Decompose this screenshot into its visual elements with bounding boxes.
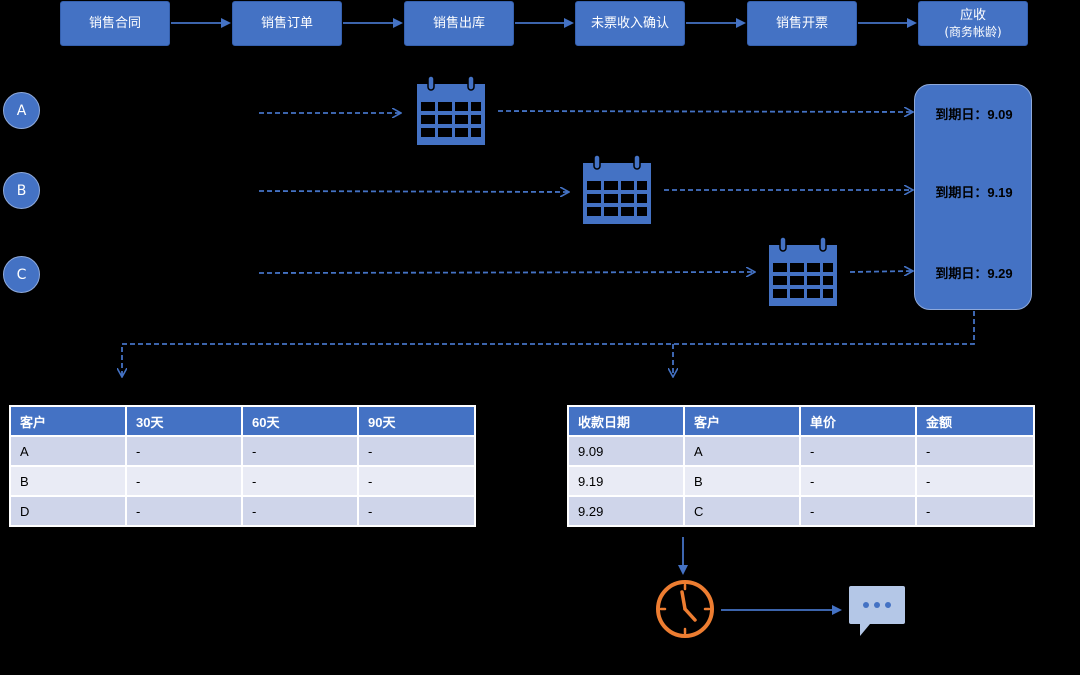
table-row[interactable]: 9.09 A - - bbox=[567, 435, 1035, 467]
table-row[interactable]: 9.29 C - - bbox=[567, 495, 1035, 527]
customer-node-a[interactable]: A bbox=[3, 92, 40, 129]
table-cell: - bbox=[357, 465, 476, 497]
customer-dashed-lines bbox=[122, 111, 975, 376]
due-date-panel[interactable]: 到期日：9.09 到期日：9.19 到期日：9.29 bbox=[914, 84, 1032, 310]
calendar-icon bbox=[583, 154, 651, 224]
customer-label: A bbox=[16, 102, 27, 119]
table-cell: 9.09 bbox=[567, 435, 685, 467]
calendar-icon bbox=[769, 236, 837, 306]
table-row[interactable]: B - - - bbox=[9, 465, 476, 497]
column-header: 30天 bbox=[125, 405, 243, 437]
due-date-b: 到期日：9.19 bbox=[935, 185, 1013, 200]
clock-icon bbox=[656, 580, 714, 638]
customer-node-b[interactable]: B bbox=[3, 172, 40, 209]
table-cell: - bbox=[125, 465, 243, 497]
calendar-icon bbox=[417, 75, 485, 145]
dash-c-to-calendar bbox=[258, 272, 754, 273]
aging-table: 客户 30天 60天 90天 A - - - B - - - D - - - bbox=[9, 405, 476, 527]
dash-c-calendar-to-due bbox=[849, 271, 912, 272]
table-cell: B bbox=[9, 465, 127, 497]
column-header: 90天 bbox=[357, 405, 476, 437]
dash-a-calendar-to-due bbox=[497, 111, 912, 112]
column-header: 60天 bbox=[241, 405, 359, 437]
table-cell: - bbox=[915, 435, 1035, 467]
table-cell: - bbox=[357, 495, 476, 527]
table-cell: - bbox=[241, 495, 359, 527]
table-cell: - bbox=[241, 435, 359, 467]
table-cell: B bbox=[683, 465, 801, 497]
due-date-c: 到期日：9.29 bbox=[935, 266, 1013, 281]
table-cell: 9.19 bbox=[567, 465, 685, 497]
customer-node-c[interactable]: C bbox=[3, 256, 40, 293]
column-header: 单价 bbox=[799, 405, 917, 437]
column-header: 客户 bbox=[683, 405, 801, 437]
flow-step-sublabel: (商务帐龄) bbox=[944, 24, 1002, 39]
table-cell: - bbox=[799, 435, 917, 467]
table-cell: 9.29 bbox=[567, 495, 685, 527]
flow-step-label: 销售合同 bbox=[88, 15, 141, 31]
table-cell: - bbox=[357, 435, 476, 467]
table-cell: - bbox=[125, 435, 243, 467]
customer-label: B bbox=[16, 182, 27, 199]
flow-step-receivable[interactable]: 应收 (商务帐龄) bbox=[918, 1, 1028, 46]
table-cell: D bbox=[9, 495, 127, 527]
table-cell: - bbox=[915, 495, 1035, 527]
table-row[interactable]: 9.19 B - - bbox=[567, 465, 1035, 497]
table-cell: - bbox=[799, 495, 917, 527]
table-header-row: 收款日期 客户 单价 金额 bbox=[567, 405, 1035, 437]
due-date-a: 到期日：9.09 bbox=[935, 107, 1013, 122]
table-cell: - bbox=[915, 465, 1035, 497]
dash-split bbox=[122, 311, 975, 376]
flow-step-label: 应收 bbox=[959, 7, 986, 23]
column-header: 金额 bbox=[915, 405, 1035, 437]
table-cell: - bbox=[125, 495, 243, 527]
column-header: 客户 bbox=[9, 405, 127, 437]
column-header: 收款日期 bbox=[567, 405, 685, 437]
flow-step-sales-outbound[interactable]: 销售出库 bbox=[404, 1, 514, 46]
table-cell: C bbox=[683, 495, 801, 527]
table-cell: A bbox=[9, 435, 127, 467]
table-header-row: 客户 30天 60天 90天 bbox=[9, 405, 476, 437]
table-cell: - bbox=[241, 465, 359, 497]
customer-label: C bbox=[16, 266, 27, 283]
flow-step-sales-invoice[interactable]: 销售开票 bbox=[747, 1, 857, 46]
chat-bubble-icon bbox=[849, 586, 905, 636]
flow-step-label: 未票收入确认 bbox=[590, 15, 669, 31]
table-row[interactable]: A - - - bbox=[9, 435, 476, 467]
dash-b-to-calendar bbox=[258, 191, 568, 192]
flow-step-uninvoiced-revenue[interactable]: 未票收入确认 bbox=[575, 1, 685, 46]
flow-step-label: 销售出库 bbox=[432, 15, 485, 31]
table-cell: A bbox=[683, 435, 801, 467]
table-cell: - bbox=[799, 465, 917, 497]
flow-step-sales-contract[interactable]: 销售合同 bbox=[60, 1, 170, 46]
flow-step-label: 销售订单 bbox=[260, 15, 313, 31]
flow-step-label: 销售开票 bbox=[775, 15, 828, 31]
flow-step-sales-order[interactable]: 销售订单 bbox=[232, 1, 342, 46]
table-row[interactable]: D - - - bbox=[9, 495, 476, 527]
collection-table: 收款日期 客户 单价 金额 9.09 A - - 9.19 B - - 9.29… bbox=[567, 405, 1035, 527]
